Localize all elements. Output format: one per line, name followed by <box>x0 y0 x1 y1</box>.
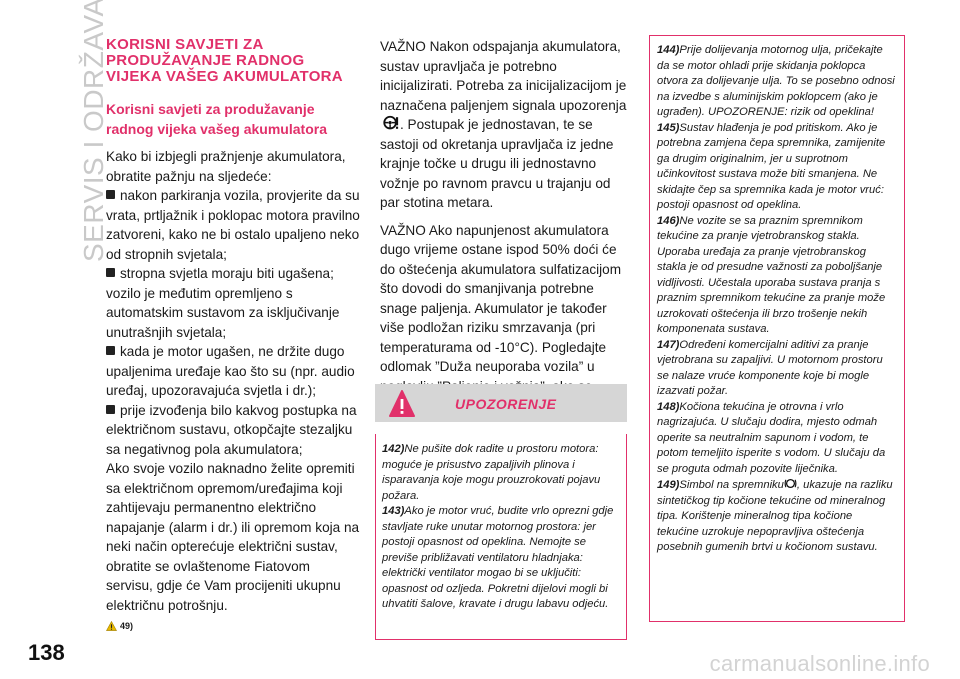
note-text: Sustav hlađenja je pod pritiskom. Ako je… <box>657 121 886 212</box>
column-middle: VAŽNO Nakon odspajanja akumulatora, sust… <box>380 37 628 416</box>
note-text: Ne pušite dok radite u prostoru motora: … <box>382 443 601 502</box>
note-text: , ukazuje na razliku sintetičkog tip koč… <box>657 479 893 553</box>
warning-box: UPOZORENJE 142)Ne pušite dok radite u pr… <box>375 384 627 640</box>
note-number: 146) <box>657 214 680 227</box>
bullet-square-icon <box>106 346 115 355</box>
steering-warning-icon <box>383 115 399 130</box>
warning-note: 142)Ne pušite dok radite u prostoru moto… <box>382 442 619 504</box>
note-number: 143) <box>382 505 405 517</box>
bullet-square-icon <box>106 404 115 414</box>
note-number: 149) <box>657 479 680 491</box>
note-number: 142) <box>382 443 405 455</box>
warning-note: 149)Simbol na spremniku , ukazuje na raz… <box>657 477 896 556</box>
note-text: Određeni komercijalni aditivi za pranje … <box>657 338 883 398</box>
warning-reference: 49) <box>106 621 360 631</box>
warning-notes: 142)Ne pušite dok radite u prostoru moto… <box>375 434 627 640</box>
column-right-notes: 144)Prije dolijevanja motornog ulja, pri… <box>649 35 905 622</box>
warning-triangle-icon <box>389 390 415 417</box>
brake-fluid-symbol-icon <box>784 478 797 489</box>
warning-title: UPOZORENJE <box>455 396 557 412</box>
note-number: 144) <box>657 44 680 56</box>
intro-paragraph: Kako bi izbjegli pražnjenje akumulatora,… <box>106 149 346 184</box>
section-subheading: Korisni savjeti za produžavanje radnog v… <box>106 101 327 137</box>
warning-header: UPOZORENJE <box>375 384 627 422</box>
bullet-item: kada je motor ugašen, ne držite dugo upa… <box>106 344 355 398</box>
note-text: Ne vozite se sa praznim spremnikom tekuć… <box>657 214 886 336</box>
note-text: Simbol na spremniku <box>679 479 784 491</box>
warning-note: 143)Ako je motor vruć, budite vrlo oprez… <box>382 504 619 613</box>
warning-note: 146)Ne vozite se sa praznim spremnikom t… <box>657 214 896 338</box>
warning-note: 145)Sustav hlađenja je pod pritiskom. Ak… <box>657 121 896 214</box>
bullet-item: nakon parkiranja vozila, provjerite da s… <box>106 188 360 262</box>
note-number: 148) <box>657 400 680 413</box>
bullet-item: prije izvođenja bilo kakvog postupka na … <box>106 402 357 457</box>
battery-charge-paragraph: VAŽNO Ako napunjenost akumulatora dugo v… <box>380 222 622 414</box>
warning-note: 147)Određeni komercijalni aditivi za pra… <box>657 338 896 400</box>
column-left: KORISNI SAVJETI ZA PRODUŽAVANJE RADNOG V… <box>106 37 360 631</box>
bullet-square-icon <box>106 190 115 199</box>
warning-note: 144)Prije dolijevanja motornog ulja, pri… <box>657 43 896 121</box>
page-number: 138 <box>28 640 65 665</box>
note-text: Prije dolijevanja motornog ulja, pričeka… <box>657 44 895 118</box>
watermark: carmanualsonline.info <box>709 651 930 676</box>
warning-note: 148)Kočiona tekućina je otrovna i vrlo n… <box>657 400 896 478</box>
bullet-square-icon <box>106 268 115 277</box>
closing-paragraph: Ako svoje vozilo naknadno želite opremit… <box>106 461 360 613</box>
note-number: 147) <box>657 338 680 351</box>
warning-reference-number: 49) <box>120 621 134 631</box>
section-side-title: SERVIS I ODRŽAVANJE <box>30 0 109 282</box>
note-text: Ako je motor vruć, budite vrlo oprezni g… <box>382 505 614 610</box>
note-number: 145) <box>657 121 680 134</box>
steering-init-paragraph: VAŽNO Nakon odspajanja akumulatora, sust… <box>380 39 627 210</box>
note-text: Kočiona tekućina je otrovna i vrlo nagri… <box>657 400 886 475</box>
section-heading: KORISNI SAVJETI ZA PRODUŽAVANJE RADNOG V… <box>106 36 343 85</box>
bullet-item: stropna svjetla moraju biti ugašena; voz… <box>106 266 340 340</box>
warning-triangle-icon <box>106 621 117 631</box>
